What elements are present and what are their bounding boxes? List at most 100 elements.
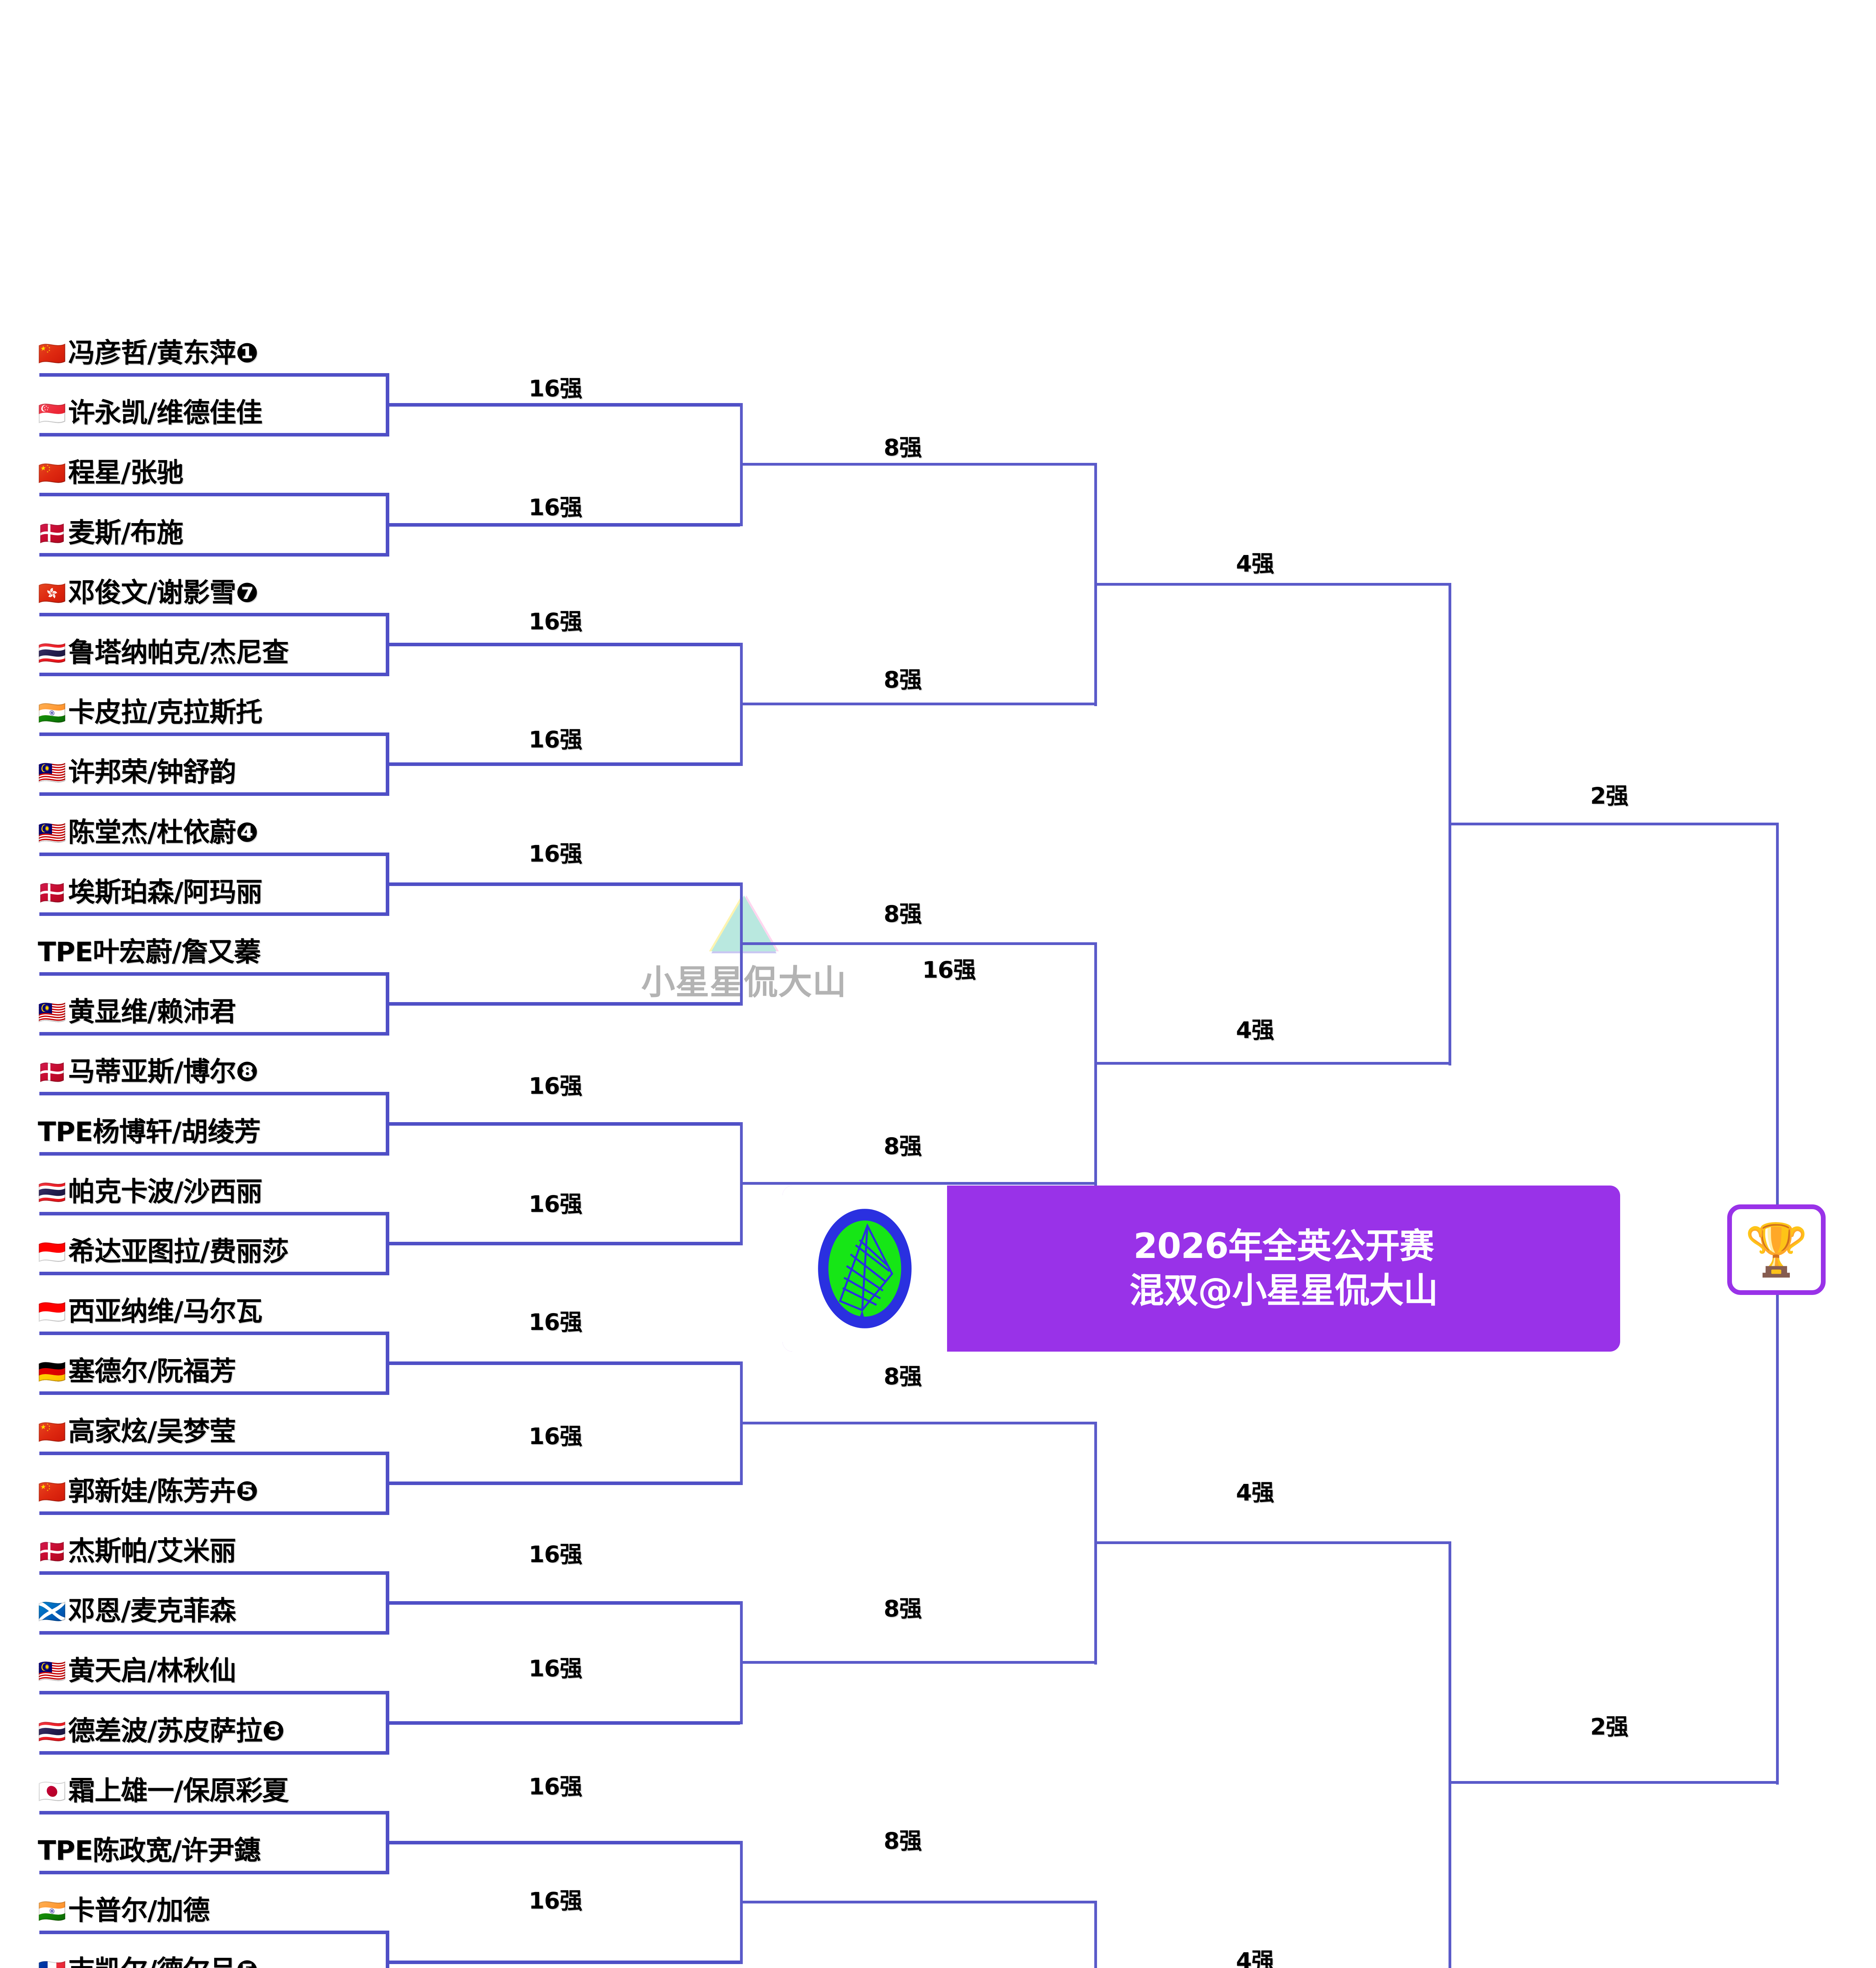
country-flag-icon: 🇮🇩 (38, 1239, 66, 1265)
round4-join (1094, 1901, 1097, 1968)
country-flag-icon: 🇹🇭 (38, 640, 66, 666)
team-name-label: 霜上雄一/保原彩夏 (68, 1775, 289, 1807)
team-entry[interactable]: 🇩🇰麦斯/布施 (38, 517, 183, 550)
team-entry[interactable]: 🇨🇳冯彦哲/黄东萍❶ (38, 337, 259, 370)
team-entry[interactable]: 🇹🇭帕克卡波/沙西丽 (38, 1176, 263, 1209)
team-name-label: 鲁塔纳帕克/杰尼查 (68, 637, 289, 668)
team-entry[interactable]: 🇮🇳卡普尔/加德 (38, 1894, 210, 1927)
round-label: 16强 (529, 1887, 583, 1914)
team-entry[interactable]: 🇮🇩希达亚图拉/费丽莎 (38, 1236, 289, 1269)
team-entry[interactable]: 🇭🇰邓俊文/谢影雪❼ (38, 577, 259, 610)
round16-to-round8 (386, 523, 740, 527)
team-name-label: 马蒂亚斯/博尔❽ (68, 1056, 258, 1088)
team-entry[interactable]: 🇲🇾黄天启/林秋仙 (38, 1655, 236, 1688)
team-entry[interactable]: 🏴󠁧󠁢󠁳󠁣󠁴󠁿邓恩/麦克菲森 (38, 1595, 236, 1628)
round16-to-round8 (386, 1002, 740, 1006)
round8-to-round4 (740, 1661, 1094, 1664)
country-flag-icon: 🇮🇳 (38, 699, 66, 727)
team-entry[interactable]: 🇨🇳高家炫/吴梦莹 (38, 1415, 236, 1448)
country-flag-icon: 🇲🇾 (38, 999, 66, 1026)
round8-to-round4 (740, 942, 1094, 945)
round16-to-round8 (386, 1361, 740, 1365)
round16-to-round8 (386, 762, 740, 766)
round16-rail-top (39, 1451, 386, 1455)
round16-rail-top (39, 972, 386, 976)
round-label: 16强 (922, 956, 976, 983)
team-entry[interactable]: 🇹🇭鲁塔纳帕克/杰尼查 (38, 636, 289, 670)
round16-rail-bottom (39, 1631, 386, 1635)
round16-rail-top (39, 1092, 386, 1096)
round16-rail-bottom (39, 1152, 386, 1156)
team-entry[interactable]: 🇯🇵霜上雄一/保原彩夏 (38, 1775, 289, 1808)
round-label: 4强 (1236, 1017, 1274, 1043)
team-entry[interactable]: TPE杨博轩/胡绫芳 (38, 1116, 261, 1149)
yonex-all-england-logo (783, 1186, 947, 1352)
round-label: 2强 (1590, 1713, 1628, 1740)
round-label: 16强 (529, 1541, 583, 1568)
trophy-icon: 🏆 (1745, 1220, 1808, 1280)
team-entry[interactable]: 🇮🇳卡皮拉/克拉斯托 (38, 696, 263, 729)
team-entry[interactable]: 🇲🇾黄显维/赖沛君 (38, 996, 236, 1029)
team-entry[interactable]: 🇩🇪塞德尔/阮福芳 (38, 1355, 236, 1388)
country-flag-icon: 🇨🇳 (38, 1418, 66, 1445)
watermark-star-icon: ⛰ (709, 875, 779, 971)
team-entry[interactable]: 🇮🇩西亚纳维/马尔瓦 (38, 1295, 263, 1328)
team-entry[interactable]: 🇩🇰马蒂亚斯/博尔❽ (38, 1056, 259, 1089)
round4-to-round2 (1094, 1541, 1449, 1544)
team-name-label: 帕克卡波/沙西丽 (68, 1176, 263, 1208)
team-entry[interactable]: 🇨🇳郭新娃/陈芳卉❺ (38, 1475, 259, 1508)
round-label: 8强 (884, 901, 922, 927)
team-name-label: TPE陈政宽/许尹鏸 (38, 1835, 261, 1866)
country-flag-icon: 🇩🇰 (38, 879, 66, 906)
round16-rail-bottom (39, 1511, 386, 1515)
round16-rail-top (39, 493, 386, 497)
round16-rail-bottom (39, 1391, 386, 1395)
watermark-label: 小星星侃大山 (641, 963, 847, 1002)
team-entry[interactable]: 🇨🇳程星/张驰 (38, 457, 183, 490)
team-entry[interactable]: 🇩🇰杰斯帕/艾米丽 (38, 1535, 236, 1568)
country-flag-icon: 🇩🇰 (38, 1059, 66, 1086)
round16-to-round8 (386, 1241, 740, 1245)
branding-text: 2026年全英公开赛 混双@小星星侃大山 (947, 1186, 1620, 1352)
round16-rail-bottom (39, 1751, 386, 1755)
team-name-label: 卡普尔/加德 (68, 1895, 210, 1927)
team-entry[interactable]: 🇲🇾陈堂杰/杜依蔚❹ (38, 816, 259, 849)
team-name-label: TPE叶宏蔚/詹又蓁 (38, 937, 261, 968)
round16-rail-bottom (39, 673, 386, 676)
team-name-label: 黄天启/林秋仙 (68, 1655, 236, 1687)
round-label: 16强 (529, 1655, 583, 1682)
team-name-label: 陈堂杰/杜依蔚❹ (68, 817, 258, 848)
round16-rail-bottom (39, 553, 386, 557)
team-entry[interactable]: TPE叶宏蔚/詹又蓁 (38, 936, 261, 969)
team-name-label: 西亚纳维/马尔瓦 (68, 1296, 263, 1328)
team-entry[interactable]: 🇫🇷吉凯尔/德尔吕❺ (38, 1954, 259, 1968)
team-name-label: 冯彦哲/黄东萍❶ (68, 338, 258, 369)
round-label: 16强 (529, 840, 583, 867)
round16-rail-bottom (39, 912, 386, 916)
team-entry[interactable]: 🇩🇰埃斯珀森/阿玛丽 (38, 876, 263, 909)
team-entry[interactable]: TPE陈政宽/许尹鏸 (38, 1835, 261, 1868)
final-join (1776, 822, 1779, 1785)
round16-rail-top (39, 1691, 386, 1695)
round-label: 16强 (529, 1191, 583, 1217)
team-entry[interactable]: 🇸🇬许永凯/维德佳佳 (38, 397, 263, 430)
round4-to-round2 (1094, 583, 1449, 586)
country-flag-icon: 🇩🇰 (38, 1538, 66, 1565)
team-name-label: 德差波/苏皮萨拉❸ (68, 1715, 285, 1747)
country-flag-icon: 🇫🇷 (38, 1959, 66, 1968)
country-flag-icon: 🇲🇾 (38, 1658, 66, 1685)
round2-to-final (1449, 1781, 1776, 1784)
team-entry[interactable]: 🇹🇭德差波/苏皮萨拉❸ (38, 1715, 285, 1748)
round-label: 16强 (529, 1073, 583, 1099)
country-flag-icon: 🇹🇭 (38, 1178, 66, 1206)
team-entry[interactable]: 🇲🇾许邦荣/钟舒韵 (38, 756, 236, 789)
round8-to-round4 (740, 1901, 1094, 1904)
round16-to-round8 (386, 642, 740, 646)
team-name-label: 邓俊文/谢影雪❼ (68, 577, 258, 609)
round8-to-round4 (740, 1421, 1094, 1424)
team-name-label: 郭新娃/陈芳卉❺ (68, 1476, 258, 1507)
round16-to-round8 (386, 1481, 740, 1485)
round-label: 8强 (884, 1595, 922, 1622)
round-label: 16强 (529, 375, 583, 402)
